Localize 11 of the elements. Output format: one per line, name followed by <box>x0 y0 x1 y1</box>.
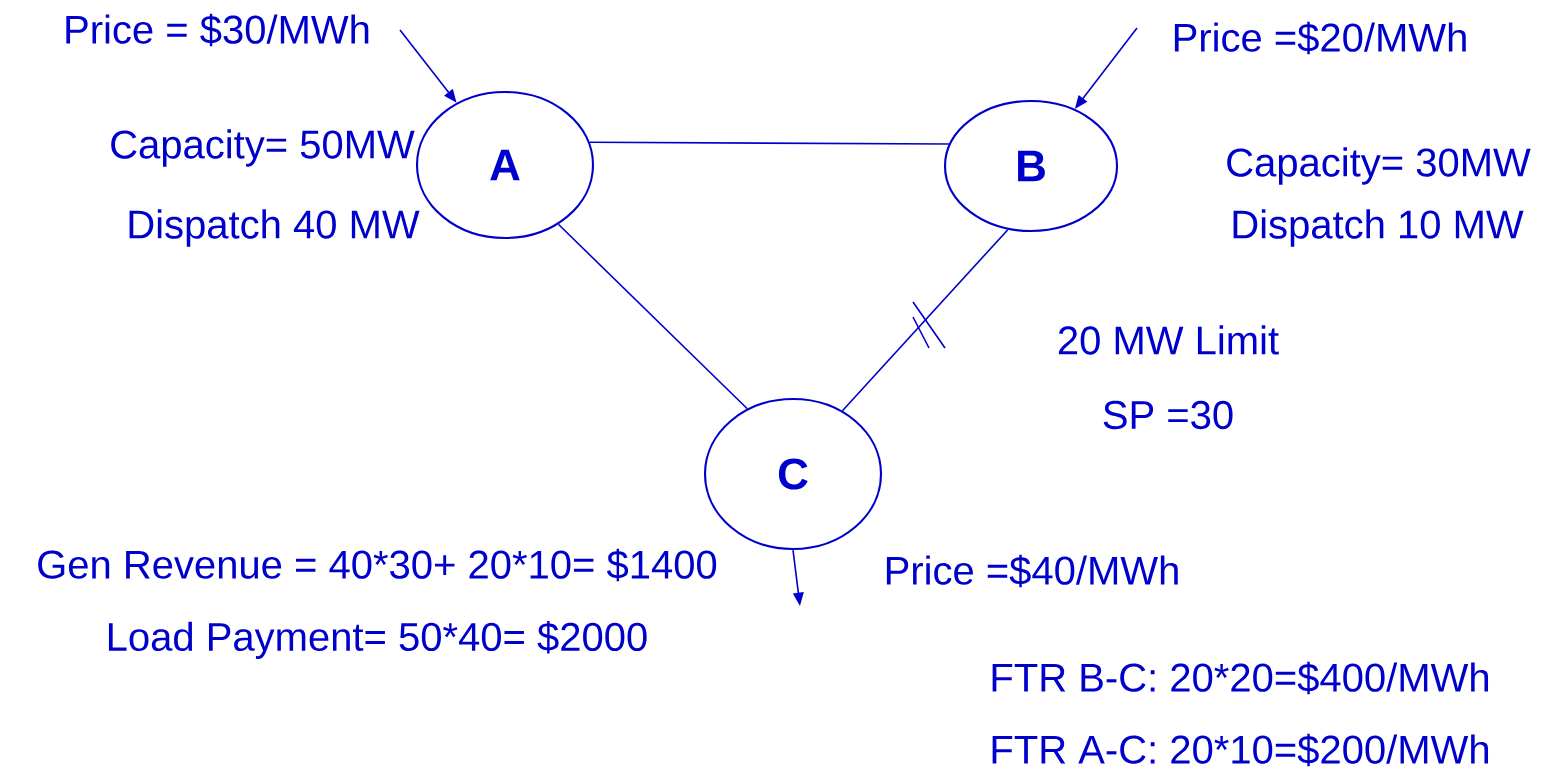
label-text: FTR B-C: 20*20=$400/MWh <box>992 661 1488 695</box>
label-text: SP =30 <box>1103 400 1233 430</box>
label-text: 20 MW Limit <box>1058 325 1279 355</box>
line <box>841 228 1009 412</box>
label-text: Capacity= 30MW <box>1227 147 1531 185</box>
label-text: FTR A-C: 20*10=$200/MWh <box>992 733 1488 767</box>
line <box>557 223 749 410</box>
line <box>589 141 950 145</box>
label-text: Gen Revenue = 40*30+ 20*10= $1400 <box>38 548 717 582</box>
label-text: Dispatch 10 MW <box>1233 209 1524 247</box>
label-text: Load Payment= 50*40= $2000 <box>108 621 647 659</box>
